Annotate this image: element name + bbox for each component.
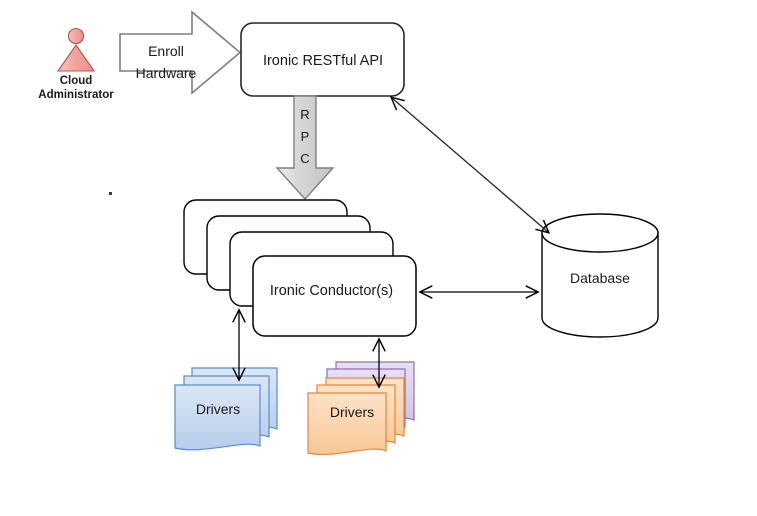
drivers-blue-stack	[174, 367, 278, 451]
connector-api-to-database	[392, 98, 548, 232]
person-icon	[56, 27, 96, 72]
rpc-arrow	[275, 95, 335, 201]
database-cylinder	[541, 213, 659, 338]
drivers-orange-stack	[307, 361, 415, 456]
stray-dot-artifact	[109, 192, 112, 195]
enroll-hardware-arrow	[119, 10, 242, 95]
ironic-conductor-stack	[183, 199, 417, 337]
ironic-restful-api-box	[240, 22, 405, 97]
